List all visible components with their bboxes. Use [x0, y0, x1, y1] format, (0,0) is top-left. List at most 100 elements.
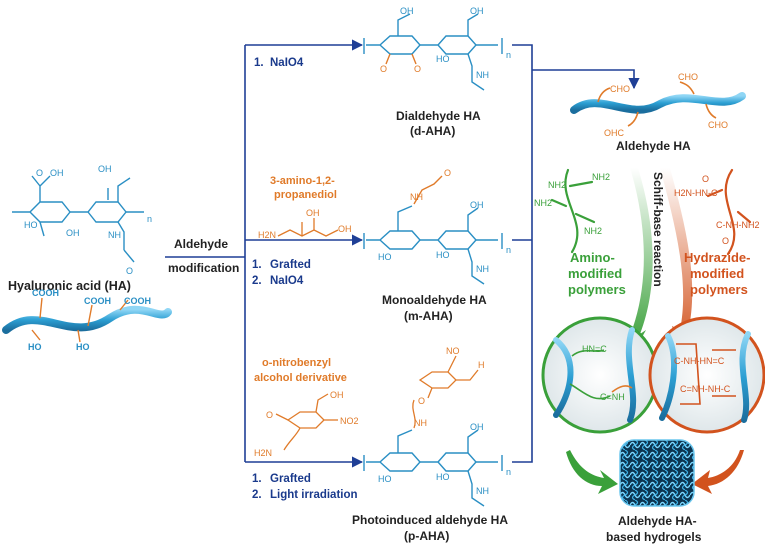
p-aha-no: NO — [446, 346, 460, 356]
ha-atom-oh-mid: OH — [66, 228, 80, 238]
collect-arrows — [512, 44, 640, 463]
hydrogel-image — [619, 439, 695, 507]
ha-atom-oh-ch2: OH — [98, 164, 112, 174]
route2-step2: NaIO4 — [270, 275, 304, 287]
d-aha-nh: NH — [476, 70, 489, 80]
ho-label-2: HO — [76, 342, 90, 352]
d-aha-abbr: (d-AHA) — [410, 124, 455, 138]
p-aha-nh: NH — [414, 418, 427, 428]
cho-label-1: CHO — [610, 84, 630, 94]
p-aha-h: H — [478, 360, 485, 370]
route3-oh: OH — [330, 390, 344, 400]
hydrazide-o-2: O — [722, 236, 729, 246]
m-aha-nh: NH — [410, 192, 423, 202]
d-aha-n: n — [506, 50, 511, 60]
branch-arrows — [165, 39, 364, 468]
route2-step2-num: 2. — [252, 275, 262, 287]
hydrazide-group-1: H2N-HN-C — [674, 188, 718, 198]
route2-step1: Grafted — [270, 259, 311, 271]
route3-h2n: H2N — [254, 448, 272, 458]
hydrazide-polymer-cartoon — [706, 168, 752, 256]
amino-polymer-cartoon — [550, 168, 596, 254]
m-aha-oh: OH — [470, 200, 484, 210]
p-aha-n: n — [506, 467, 511, 477]
route3-step2: Light irradiation — [270, 489, 358, 501]
ha-atom-o-top: O — [36, 168, 43, 178]
schiff-green-arrow — [624, 168, 653, 348]
route3-o: O — [266, 410, 273, 420]
route2-step1-num: 1. — [252, 259, 262, 271]
d-aha-oh2: OH — [470, 6, 484, 16]
hydrazone-label-1: C-NH-HN=C — [674, 356, 725, 366]
d-aha-aldehyde-bonds — [385, 53, 417, 65]
ho-label-1: HO — [28, 342, 42, 352]
ohc-label: OHC — [604, 128, 625, 138]
route3-no2: NO2 — [340, 416, 359, 426]
route1-step-reagent: NaIO4 — [270, 57, 304, 69]
route2-oh2: OH — [338, 224, 352, 234]
d-aha-o1: O — [380, 64, 387, 74]
hydrogel-label-1: Aldehyde HA- — [618, 514, 697, 528]
hydrogel-green-arrow — [566, 450, 618, 494]
ha-atom-oh-top: OH — [50, 168, 64, 178]
p-aha-structure — [363, 429, 503, 507]
route2-reagent-line2: propanediol — [274, 189, 337, 201]
p-aha-ho2: HO — [436, 472, 450, 482]
p-aha-o: O — [418, 396, 425, 406]
hydrazide-label-3: polymers — [690, 282, 748, 297]
m-aha-abbr: (m-AHA) — [404, 309, 453, 323]
arrow-label-line2: modification — [168, 261, 239, 275]
cooh-label-2: COOH — [84, 296, 111, 306]
d-aha-name: Dialdehyde HA — [396, 109, 481, 123]
ha-atom-ho: HO — [24, 220, 38, 230]
aldehyde-ha-strand — [570, 81, 746, 127]
d-aha-ho: HO — [436, 54, 450, 64]
p-aha-nitrobenzyl-arm — [412, 355, 479, 429]
amino-label-3: polymers — [568, 282, 626, 297]
cooh-label-1: COOH — [32, 288, 59, 298]
ha-strand-cartoon — [2, 297, 172, 343]
imine-label-2: C=NH — [600, 392, 625, 402]
m-aha-structure — [363, 205, 503, 285]
route1-step-num: 1. — [254, 57, 264, 69]
amino-nh2-1: NH2 — [548, 180, 566, 190]
amino-nh2-4: NH2 — [584, 226, 602, 236]
p-aha-nh2: NH — [476, 486, 489, 496]
p-aha-ho1: HO — [378, 474, 392, 484]
hydrogel-label-2: based hydrogels — [606, 530, 702, 544]
route3-reagent-line2: alcohol derivative — [254, 372, 347, 384]
m-aha-ho1: HO — [378, 252, 392, 262]
imine-label-1: HN=C — [582, 344, 607, 354]
amino-nh2-3: NH2 — [534, 198, 552, 208]
arrow-label-line1: Aldehyde — [174, 237, 228, 251]
p-aha-name: Photoinduced aldehyde HA — [352, 513, 508, 527]
route2-oh1: OH — [306, 208, 320, 218]
route2-reagent-structure — [277, 218, 339, 237]
hydrazide-label-1: Hydrazide- — [684, 250, 750, 265]
p-aha-oh: OH — [470, 422, 484, 432]
amino-label-2: modified — [568, 266, 622, 281]
amino-nh2-2: NH2 — [592, 172, 610, 182]
schiff-red-arrow — [660, 168, 694, 350]
m-aha-ho2: HO — [436, 250, 450, 260]
hydrazone-label-2: C=NH-NH-C — [680, 384, 731, 394]
d-aha-oh1: OH — [400, 6, 414, 16]
hydrazide-label-2: modified — [690, 266, 744, 281]
imine-crosslink-circle — [541, 316, 659, 434]
aldehyde-ha-label: Aldehyde HA — [616, 139, 691, 153]
hydrazide-o-1: O — [702, 174, 709, 184]
route3-reagent-line1: o-nitrobenzyl — [262, 357, 331, 369]
amino-label-1: Amino- — [570, 250, 615, 265]
m-aha-o-ald: O — [444, 168, 451, 178]
cooh-label-3: COOH — [124, 296, 151, 306]
p-aha-abbr: (p-AHA) — [404, 529, 449, 543]
hydrazone-crosslink-circle — [648, 316, 765, 434]
route3-reagent-structure — [275, 393, 338, 451]
hydrogel-red-arrow — [692, 450, 744, 494]
ha-atom-o-acetyl: O — [126, 266, 133, 276]
d-aha-structure — [363, 13, 503, 91]
ha-structure — [12, 175, 144, 263]
hydrazide-group-2: C-NH-NH2 — [716, 220, 760, 230]
route2-reagent-line1: 3-amino-1,2- — [270, 175, 335, 187]
